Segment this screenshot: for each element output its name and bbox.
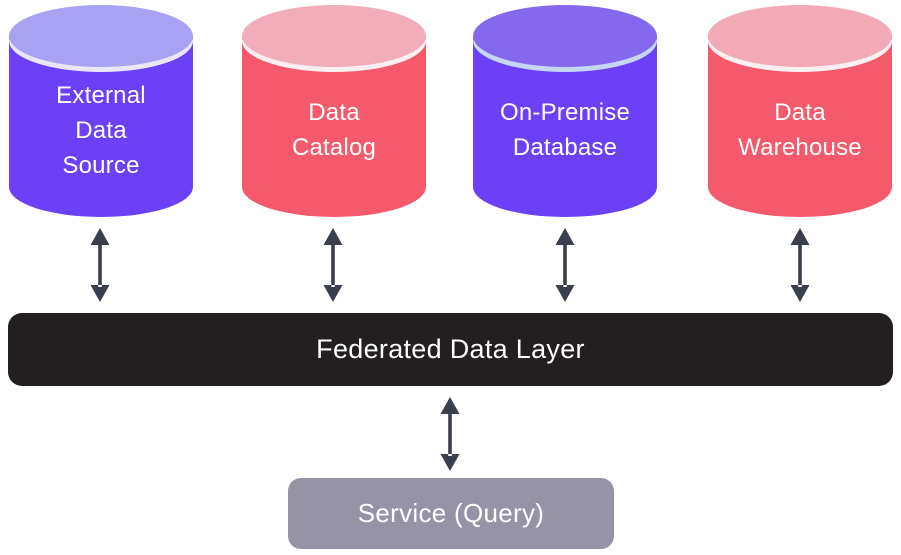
service-query-label: Service (Query) (357, 498, 545, 528)
cylinder-label-line: Data (308, 99, 360, 126)
cylinder-top (242, 5, 426, 67)
cylinder-label: External Data Source (8, 60, 194, 200)
cylinder-label-line: Source (62, 151, 140, 179)
double-arrow-icon (323, 228, 343, 302)
cylinder-on-premise-database: On-Premise Database (472, 4, 658, 218)
cylinder-data-warehouse: Data Warehouse (707, 4, 893, 218)
cylinder-label-line: Data (774, 99, 826, 126)
cylinder-data-catalog: Data Catalog (241, 4, 427, 218)
service-query-box: Service (Query) (288, 478, 614, 549)
federated-layer-label: Federated Data Layer (316, 334, 585, 364)
cylinder-external-data-source: External Data Source (8, 4, 194, 218)
cylinder-label-line: Data (75, 116, 127, 144)
database-cylinder-icon (473, 5, 657, 217)
cylinder-label: On-Premise Database (472, 60, 658, 200)
federated-layer-bar: Federated Data Layer (8, 313, 893, 386)
cylinder-label-line: On-Premise (499, 99, 631, 126)
cylinder-body (242, 37, 426, 217)
cylinder-body (473, 37, 657, 217)
cylinder-label: Data Warehouse (707, 60, 893, 200)
double-arrow-icon (90, 228, 110, 302)
cylinder-top (708, 5, 892, 67)
cylinder-label-line: External (56, 81, 146, 109)
cylinder-body (9, 37, 193, 217)
cylinder-label-line: Catalog (291, 134, 377, 161)
cylinder-top (473, 5, 657, 67)
cylinder-label: Data Catalog (241, 60, 427, 200)
cylinder-top (9, 5, 193, 67)
database-cylinder-icon (9, 5, 193, 217)
double-arrow-icon (440, 397, 460, 471)
database-cylinder-icon (242, 5, 426, 217)
cylinder-label-line: Warehouse (738, 134, 862, 161)
cylinder-label-line: Database (512, 134, 618, 161)
cylinder-body (708, 37, 892, 217)
database-cylinder-icon (708, 5, 892, 217)
double-arrow-icon (555, 228, 575, 302)
double-arrow-icon (790, 228, 810, 302)
